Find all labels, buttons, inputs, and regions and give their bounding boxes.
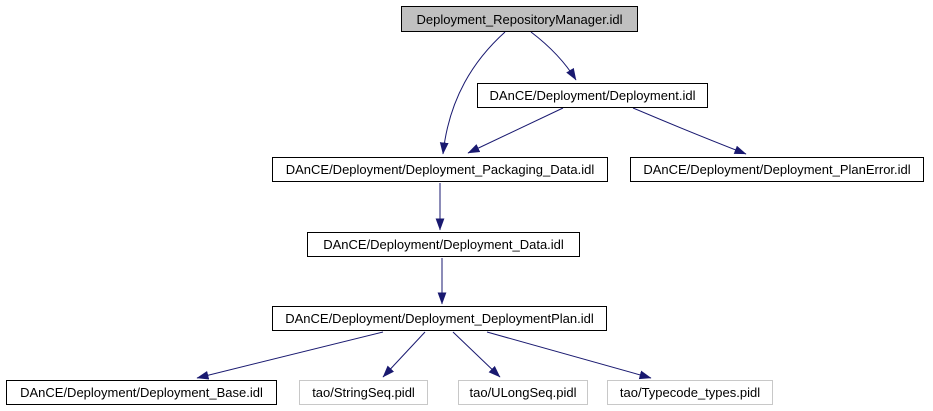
edge-repositorymanager-to-deployment bbox=[530, 31, 577, 81]
edge-deploymentplan-to-base bbox=[196, 331, 384, 380]
node-dance-deployment-deployment-deploymentplan-idl[interactable]: DAnCE/Deployment/Deployment_DeploymentPl… bbox=[272, 306, 607, 331]
node-dance-deployment-deployment-packaging-data-idl[interactable]: DAnCE/Deployment/Deployment_Packaging_Da… bbox=[272, 157, 608, 182]
node-tao-ulongseq-pidl: tao/ULongSeq.pidl bbox=[458, 380, 588, 405]
node-dance-deployment-deployment-data-idl[interactable]: DAnCE/Deployment/Deployment_Data.idl bbox=[307, 232, 580, 257]
node-dance-deployment-deployment-base-idl[interactable]: DAnCE/Deployment/Deployment_Base.idl bbox=[6, 380, 277, 405]
edge-repositorymanager-to-packaging-data bbox=[439, 31, 506, 155]
edge-deploymentplan-to-typecode-types bbox=[486, 331, 652, 380]
node-dance-deployment-deployment-idl[interactable]: DAnCE/Deployment/Deployment.idl bbox=[477, 83, 708, 108]
node-deployment-repositorymanager-idl: Deployment_RepositoryManager.idl bbox=[401, 6, 638, 32]
node-tao-typecode-types-pidl: tao/Typecode_types.pidl bbox=[607, 380, 773, 405]
edge-deployment-to-packaging-data bbox=[467, 107, 564, 154]
edge-deploymentplan-to-stringseq bbox=[382, 331, 426, 378]
node-tao-stringseq-pidl: tao/StringSeq.pidl bbox=[299, 380, 428, 405]
node-dance-deployment-deployment-planerror-idl[interactable]: DAnCE/Deployment/Deployment_PlanError.id… bbox=[630, 157, 924, 182]
edge-deploymentplan-to-ulongseq bbox=[452, 331, 501, 378]
edge-deployment-to-planerror bbox=[632, 107, 747, 155]
